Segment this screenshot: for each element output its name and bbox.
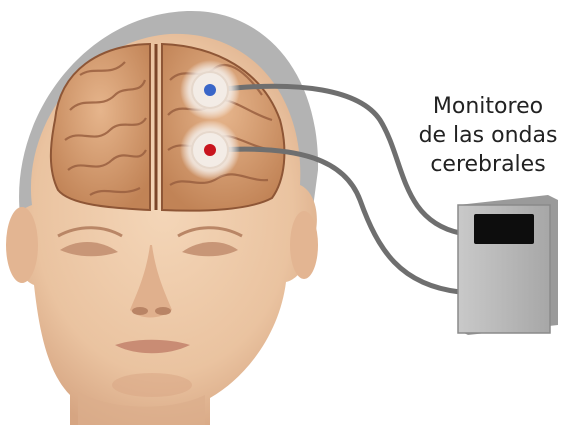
monitor-screen [474,214,534,244]
label-line-3: cerebrales [408,150,568,179]
monitor-label: Monitoreo de las ondas cerebrales [408,92,568,179]
label-line-1: Monitoreo [408,92,568,121]
monitor-device [458,195,558,335]
electrode-red-icon [180,120,240,180]
electrode-blue-icon [180,60,240,120]
label-line-2: de las ondas [408,121,568,150]
